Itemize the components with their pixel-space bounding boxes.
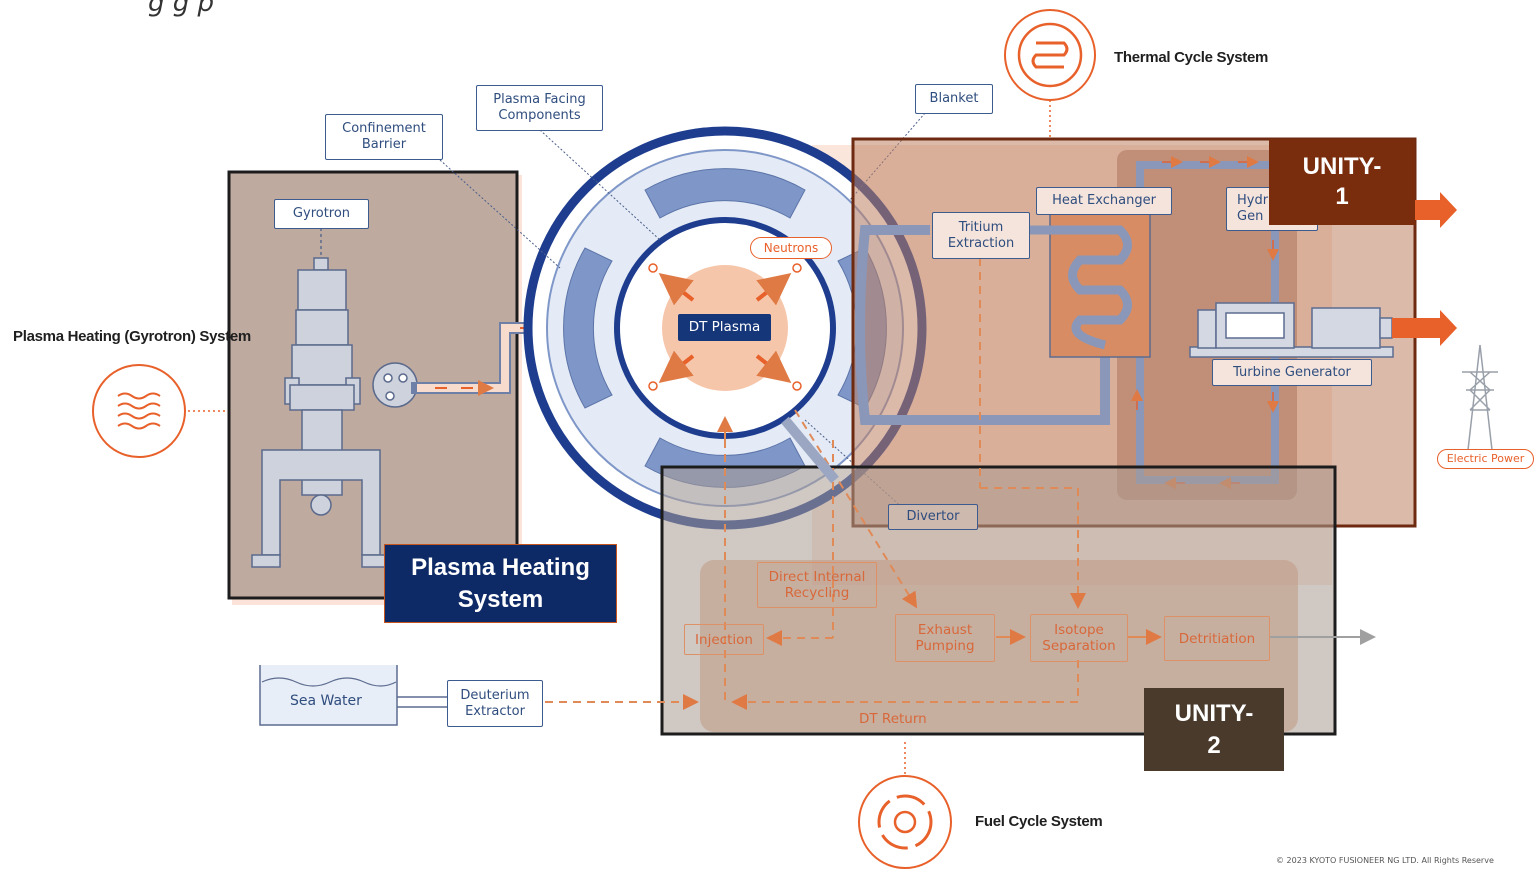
divertor-label: Divertor xyxy=(888,504,978,530)
confinement-barrier-label: Confinement Barrier xyxy=(325,114,443,160)
isotope-separation-label: Isotope Separation xyxy=(1030,614,1128,662)
heating-wave-icon xyxy=(92,364,228,458)
exhaust-pumping-label: Exhaust Pumping xyxy=(895,614,995,662)
neutrons-label: Neutrons xyxy=(750,237,832,259)
unity2-tag: UNITY- 2 xyxy=(1144,688,1284,771)
gyrotron-apparatus xyxy=(251,228,418,568)
gyrotron-label: Gyrotron xyxy=(274,199,369,229)
plasma-facing-label: Plasma Facing Components xyxy=(476,85,603,131)
copyright: © 2023 KYOTO FUSIONEER NG LTD. All Right… xyxy=(1276,856,1494,865)
heat-exchanger-label: Heat Exchanger xyxy=(1036,187,1172,215)
sea-water-tank xyxy=(259,665,447,726)
sea-water-label: Sea Water xyxy=(290,693,362,709)
dt-return-label: DT Return xyxy=(859,711,927,727)
thermal-cycle-system-label: Thermal Cycle System xyxy=(1114,49,1269,66)
heat-exchanger-coil xyxy=(1030,225,1132,350)
injection-label: Injection xyxy=(684,624,764,655)
power-output-arrow-1 xyxy=(1410,192,1457,228)
tritium-extraction-label: Tritium Extraction xyxy=(932,212,1030,259)
electric-power-label: Electric Power xyxy=(1437,449,1534,469)
turbine-generator-label: Turbine Generator xyxy=(1212,359,1372,386)
thermal-cycle-icon xyxy=(1004,9,1096,140)
turbine-generator-graphic xyxy=(1189,302,1394,358)
direct-internal-recycling-label: Direct Internal Recycling xyxy=(757,562,877,608)
power-output-arrow-2 xyxy=(1392,310,1457,346)
plasma-heating-system-label: Plasma Heating (Gyrotron) System xyxy=(13,328,251,345)
blanket-label: Blanket xyxy=(915,84,993,114)
coolant-loop xyxy=(855,225,1110,425)
electric-tower-icon xyxy=(1462,344,1498,451)
plasma-heating-system-tag: Plasma Heating System xyxy=(384,544,617,623)
detritiation-label: Detritiation xyxy=(1164,616,1270,661)
divertor-pipe xyxy=(781,416,839,484)
unity1-tag: UNITY- 1 xyxy=(1269,139,1415,225)
deuterium-extractor-label: Deuterium Extractor xyxy=(447,680,543,727)
dt-plasma-label: DT Plasma xyxy=(678,314,771,341)
fuel-cycle-system-label: Fuel Cycle System xyxy=(975,813,1103,830)
heat-exchanger-block xyxy=(1049,211,1151,358)
fuel-cycle-icon xyxy=(858,742,952,869)
partial-header: g g p xyxy=(148,0,215,18)
